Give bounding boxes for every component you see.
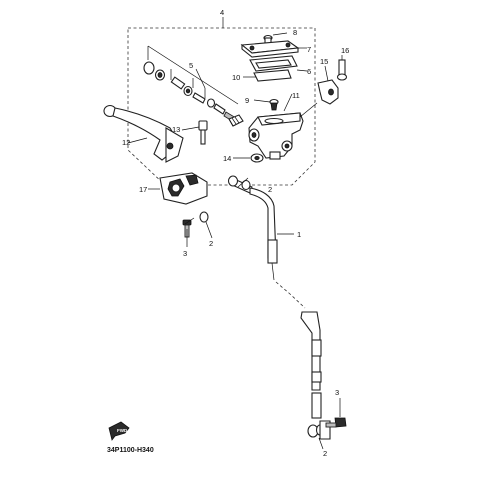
brake-lever-12: [103, 104, 184, 163]
lever-holder-17: [148, 172, 208, 205]
callout-2-bottom: 2: [323, 449, 327, 458]
reservoir-cap-7: [240, 40, 307, 58]
callout-11: 11: [292, 91, 300, 100]
protector-9: [253, 98, 279, 111]
callout-10: 10: [232, 73, 240, 82]
fwd-arrow-icon: FWD: [108, 421, 130, 441]
callout-5: 5: [189, 61, 193, 70]
assembly-boundary: [127, 17, 316, 186]
callout-4: 4: [220, 8, 224, 17]
callout-17: 17: [139, 185, 147, 194]
callout-labels: 4 8 7 16 15 6 5 10 9 11 13 12 14 2 17 1 …: [122, 8, 349, 458]
spring-boot: [228, 114, 244, 127]
adjuster-bolt-13: [181, 120, 208, 145]
diaphragm-plate-10: [243, 69, 292, 82]
callout-16: 16: [341, 46, 349, 55]
callout-7: 7: [307, 45, 311, 54]
banjo-bolt-top: [182, 175, 253, 247]
holder-bolt-16: [336, 55, 348, 81]
callout-13: 13: [172, 125, 180, 134]
master-cylinder-holder-15: [317, 65, 339, 105]
diaphragm-6: [249, 55, 308, 72]
callout-14: 14: [223, 154, 231, 163]
callout-3-bottom: 3: [335, 388, 339, 397]
banjo-bolt-bottom: [307, 398, 347, 450]
callout-2-mid: 2: [209, 239, 213, 248]
brake-hose-1: [249, 187, 322, 419]
callout-12: 12: [122, 138, 130, 147]
piston-kit-5: [143, 45, 239, 123]
fwd-label: FWD: [117, 428, 128, 433]
callout-2-top: 2: [268, 185, 272, 194]
drawing-code: 34P1100-H340: [107, 447, 154, 454]
master-cylinder-body: [248, 93, 318, 160]
callout-1: 1: [297, 230, 301, 239]
nut-14: [233, 153, 264, 163]
callout-8: 8: [293, 28, 297, 37]
callout-9: 9: [245, 96, 249, 105]
callout-3-mid: 3: [183, 249, 187, 258]
callout-15: 15: [320, 57, 328, 66]
callout-6: 6: [307, 67, 311, 76]
